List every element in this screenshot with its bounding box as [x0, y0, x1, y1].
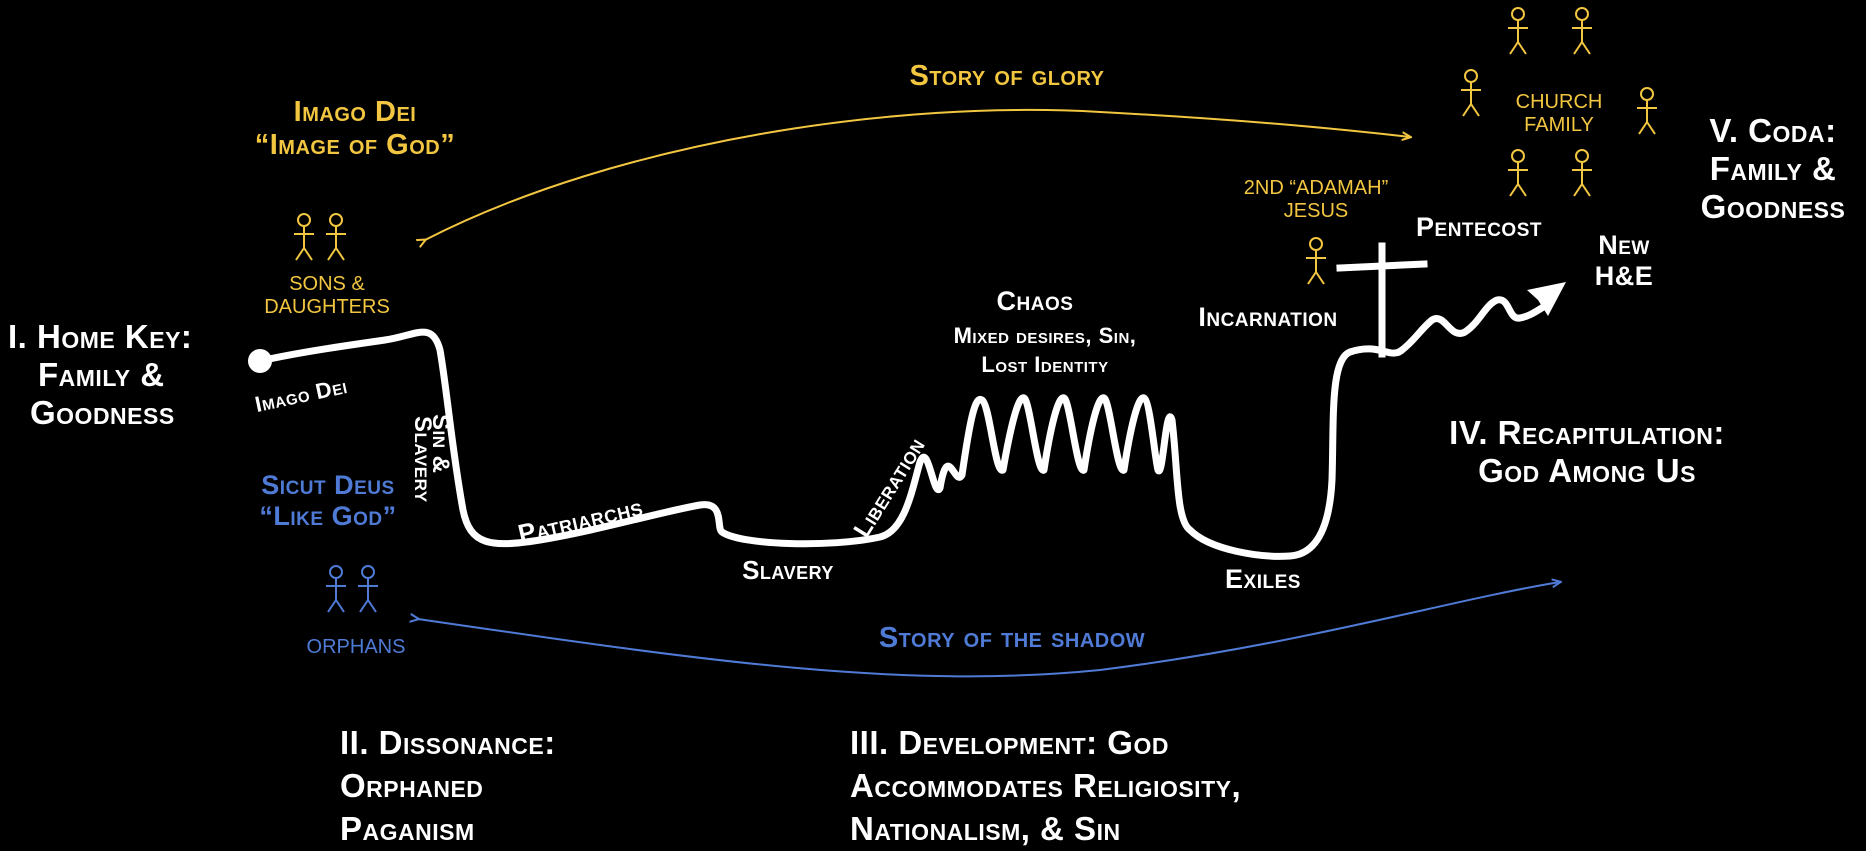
path-label-chaos: Chaos [996, 286, 1074, 316]
storyline-path [256, 296, 1549, 560]
path-label-incarnation: Incarnation [1198, 302, 1338, 332]
stick-figure-icon [1572, 149, 1592, 197]
sons-daughters-line: SONS & [289, 273, 365, 295]
path-label-slavery: Slavery [742, 555, 834, 585]
stick-figure-icon [358, 565, 378, 613]
section-development-line: III. Development: God [850, 724, 1169, 761]
stick-figure-icon [1461, 69, 1481, 117]
section-dissonance-line: Paganism [340, 809, 475, 847]
orphans-label: ORPHANS [306, 636, 406, 658]
section-coda-line: V. Coda: [1709, 112, 1837, 149]
new-he-line: H&E [1594, 261, 1654, 292]
section-coda-line: Family & [1709, 149, 1837, 187]
stick-figure-icon [1508, 149, 1528, 197]
section-coda-line: Goodness [1700, 187, 1846, 225]
stick-figure-icon [1306, 237, 1326, 285]
stick-figure-icon [326, 565, 346, 613]
section-recap-line: God Among Us [1478, 451, 1696, 489]
section-home-key-line: I. Home Key: [8, 318, 193, 355]
section-home-key: I. Home Key: Family & Goodness [8, 318, 192, 432]
chaos-sub-line: Lost Identity [981, 351, 1109, 377]
section-home-key-line: Family & [38, 355, 165, 393]
section-dissonance-line: Orphaned [340, 766, 484, 804]
gold-figures [294, 7, 1657, 285]
church-family-label: CHURCH FAMILY [1516, 91, 1603, 137]
glory-arc [425, 108, 1410, 240]
section-development-line: Accommodates Religiosity, [850, 766, 1242, 804]
glory-arc-label: Story of glory [909, 60, 1105, 92]
path-label-slavery-vertical: Slavery [409, 416, 436, 503]
path-label-pentecost: Pentecost [1416, 212, 1542, 242]
stick-figure-icon [294, 213, 314, 261]
second-adamah-line: JESUS [1283, 200, 1349, 222]
stick-figure-icon [326, 213, 346, 261]
imago-dei-title-line: Imago Dei [293, 96, 417, 128]
church-family-line: CHURCH [1515, 91, 1603, 113]
new-he-line: New [1598, 230, 1650, 260]
chaos-sub-line: Mixed desires, Sin, [953, 323, 1137, 348]
section-home-key-line: Goodness [30, 393, 175, 431]
section-development: III. Development: God Accommodates Relig… [850, 722, 1241, 851]
path-label-exiles: Exiles [1225, 564, 1301, 594]
section-coda: V. Coda: Family & Goodness [1701, 112, 1846, 226]
sicut-deus-label: Sicut Deus “Like God” [259, 470, 396, 532]
sicut-deus-line: Sicut Deus [261, 470, 395, 500]
path-label-new-he: New H&E [1595, 230, 1654, 292]
section-dissonance: II. Dissonance: Orphaned Paganism [340, 722, 556, 851]
sicut-deus-line: “Like God” [259, 501, 397, 532]
second-adamah-line: 2ND “ADAMAH” [1243, 177, 1389, 199]
church-family-line: FAMILY [1524, 114, 1594, 136]
shadow-arc-label: Story of the shadow [878, 622, 1146, 654]
section-dissonance-line: II. Dissonance: [340, 724, 556, 761]
stick-figure-icon [1637, 87, 1657, 135]
section-development-line: Nationalism, & Sin [850, 809, 1121, 847]
sons-daughters-line: DAUGHTERS [264, 296, 390, 318]
cross-icon [1336, 242, 1428, 358]
imago-dei-title-line: “Image of God” [254, 129, 456, 162]
section-recap-line: IV. Recapitulation: [1449, 414, 1725, 451]
start-dot [248, 349, 272, 373]
shadow-arc [418, 582, 1560, 678]
section-recapitulation: IV. Recapitulation: God Among Us [1449, 414, 1725, 490]
blue-figures [326, 565, 378, 613]
second-adamah-label: 2ND “ADAMAH” JESUS [1244, 177, 1388, 223]
arrow-icon [1527, 282, 1566, 316]
stick-figure-icon [1508, 7, 1528, 55]
imago-dei-title: Imago Dei “Image of God” [255, 96, 456, 163]
stick-figure-icon [1572, 7, 1592, 55]
sons-daughters-label: SONS & DAUGHTERS [264, 273, 390, 319]
path-label-chaos-sub: Mixed desires, Sin, Lost Identity [954, 322, 1137, 379]
